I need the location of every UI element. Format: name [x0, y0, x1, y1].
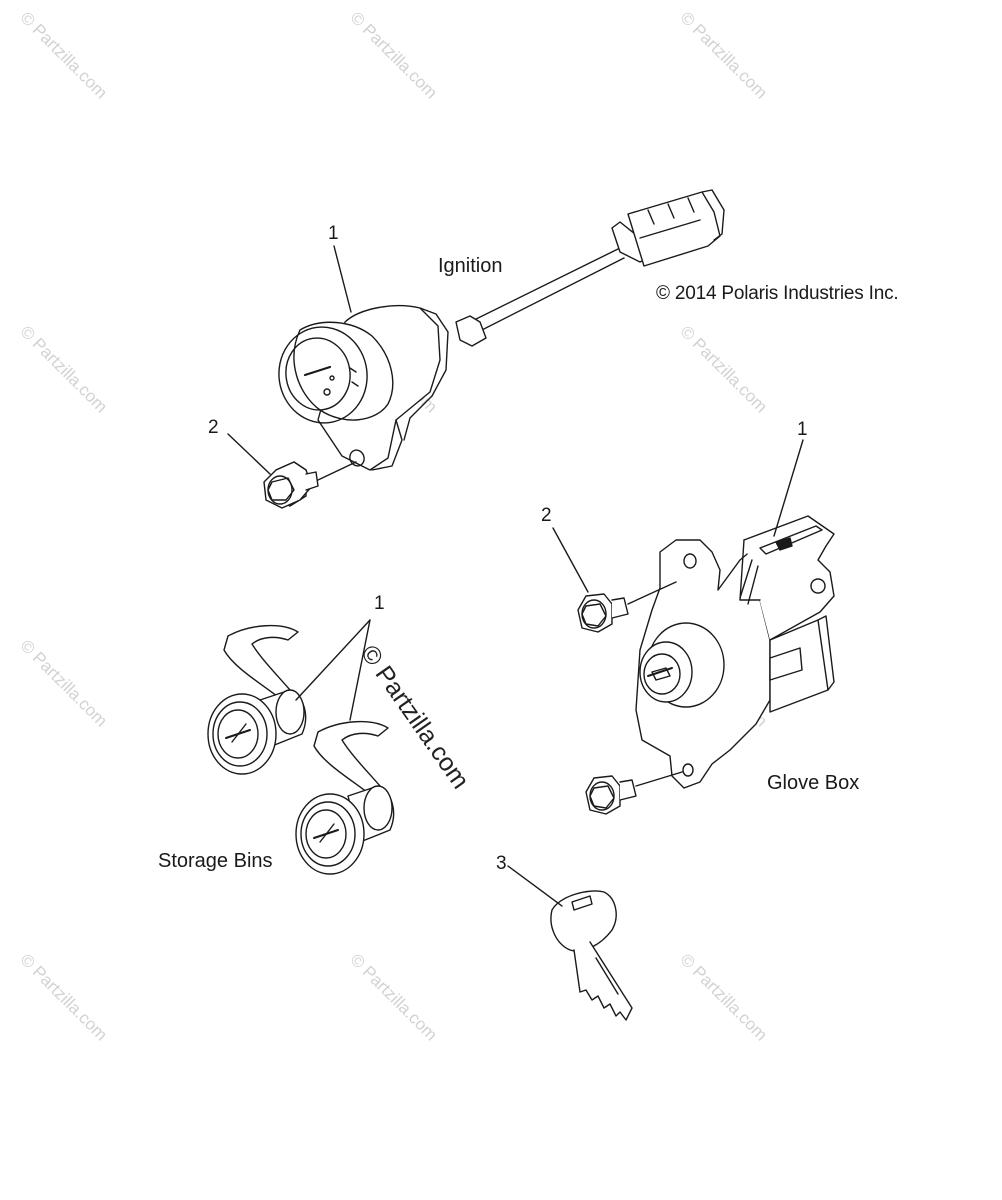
glove-box-bolt-top-drawing — [577, 581, 677, 633]
copyright-notice: © 2014 Polaris Industries Inc. — [656, 283, 899, 304]
storage-bin-lock-lower-drawing — [295, 720, 395, 875]
callout-leader — [552, 527, 589, 593]
callout-leader — [773, 439, 804, 537]
key-drawing — [550, 890, 633, 1021]
storage-bin-lock-upper-drawing — [207, 624, 307, 775]
callout-storage-bin-lock: 1 — [374, 593, 385, 614]
callout-ignition-bolt: 2 — [208, 417, 219, 438]
callout-glove-box-bolt: 2 — [541, 505, 552, 526]
glove-box-bolt-bottom-drawing — [585, 771, 683, 815]
callout-leader — [295, 619, 371, 701]
callout-leader — [507, 865, 563, 907]
ignition-switch-drawing — [278, 189, 725, 471]
caption-storage-bins: Storage Bins — [158, 850, 273, 872]
glove-box-latch-drawing — [635, 515, 835, 789]
callout-leader — [227, 433, 271, 475]
caption-ignition: Ignition — [438, 255, 503, 277]
callout-glove-box-lock: 1 — [797, 419, 808, 440]
callout-ignition-switch: 1 — [328, 223, 339, 244]
callout-key: 3 — [496, 853, 507, 874]
callout-leader — [349, 619, 371, 721]
caption-glove-box: Glove Box — [767, 772, 860, 794]
ignition-flange-bolt-drawing — [263, 461, 357, 509]
callout-leader — [333, 245, 352, 313]
